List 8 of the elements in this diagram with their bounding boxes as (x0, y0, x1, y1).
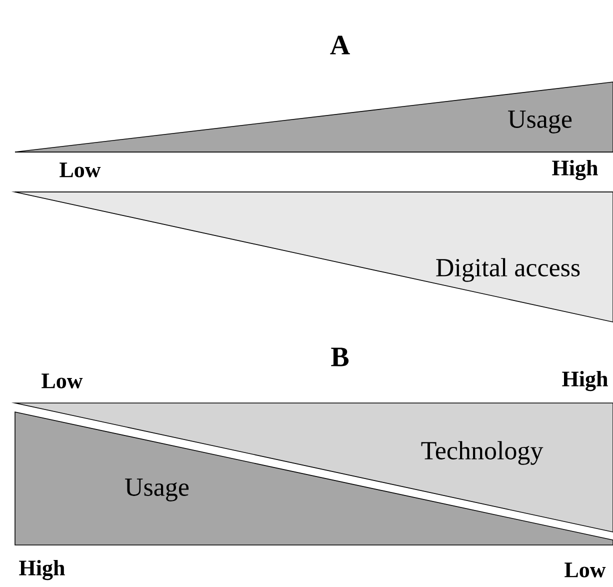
scale-label: High (562, 370, 608, 392)
scale-label: Low (42, 374, 83, 388)
scale-label: High (19, 560, 65, 580)
scale-label: Low (60, 162, 101, 178)
panel-label: A (330, 36, 350, 54)
panel-label: B (331, 348, 349, 366)
scale-label: Low (564, 562, 606, 578)
scale-label: High (552, 160, 598, 180)
